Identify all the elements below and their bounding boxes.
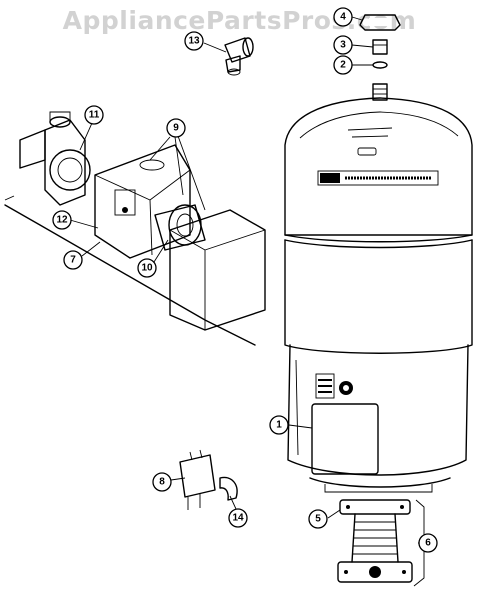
top-fittings	[359, 14, 401, 101]
callout-1: 1	[269, 415, 289, 435]
svg-text:13: 13	[188, 36, 200, 47]
callout-5: 5	[308, 509, 328, 529]
switch-assembly	[179, 449, 238, 510]
svg-text:1: 1	[276, 420, 282, 431]
callout-7: 7	[63, 250, 83, 270]
svg-text:7: 7	[70, 255, 76, 266]
callout-13: 13	[184, 31, 204, 51]
callout-10: 10	[137, 258, 157, 278]
svg-text:2: 2	[340, 60, 346, 71]
bottom-flange-connector	[337, 499, 413, 583]
svg-text:5: 5	[315, 514, 321, 525]
callout-9: 9	[166, 118, 186, 138]
callout-3: 3	[333, 35, 353, 55]
callout-6: 6	[418, 533, 438, 553]
svg-text:4: 4	[340, 12, 346, 23]
svg-text:10: 10	[141, 263, 153, 274]
svg-text:14: 14	[232, 513, 244, 524]
elbow-fitting	[224, 37, 254, 76]
svg-text:9: 9	[173, 123, 179, 134]
callout-12: 12	[52, 210, 72, 230]
blower-assembly	[4, 111, 266, 346]
svg-text:8: 8	[159, 477, 165, 488]
callout-2: 2	[333, 55, 353, 75]
callout-8: 8	[152, 472, 172, 492]
callout-11: 11	[84, 105, 104, 125]
callout-4: 4	[333, 7, 353, 27]
svg-text:12: 12	[56, 215, 68, 226]
svg-text:3: 3	[340, 40, 346, 51]
watermark: AppliancePartsPros.com	[62, 6, 417, 35]
callout-14: 14	[228, 508, 248, 528]
water-heater-tank	[284, 97, 473, 493]
svg-text:6: 6	[425, 538, 431, 549]
svg-text:11: 11	[89, 110, 100, 121]
